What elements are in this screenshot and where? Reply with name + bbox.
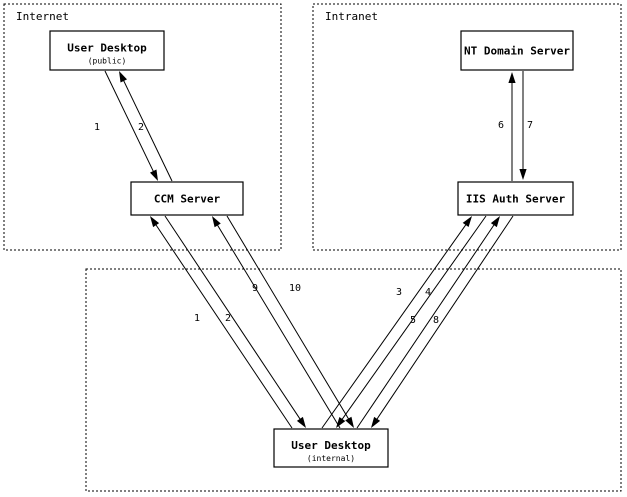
edge-line-e3 (321, 222, 468, 429)
edge-line-e2b (164, 215, 302, 422)
edge-e5 (356, 216, 500, 429)
edge-arrowhead-e3 (462, 216, 472, 228)
edge-arrowhead-e6 (508, 72, 516, 83)
node-ccm-server[interactable]: CCM Server (130, 181, 244, 216)
node-title-user-desktop-public: User Desktop (67, 42, 147, 55)
node-title-nt-domain-server: NT Domain Server (464, 45, 570, 58)
node-title-user-desktop-internal: User Desktop (291, 439, 371, 452)
edge-label-e7: 7 (527, 120, 533, 131)
node-box-iis-auth-server[interactable] (457, 181, 574, 216)
edge-labels-layer: 1 2 1 2 9 10 3 4 5 8 6 7 (94, 120, 533, 326)
node-subtitle-user-desktop-public: (public) (88, 57, 127, 66)
edge-label-e2b: 2 (225, 313, 231, 324)
edge-arrowhead-e10 (345, 416, 354, 428)
node-title-ccm-server: CCM Server (154, 193, 221, 206)
zone-internal (85, 268, 622, 492)
edge-e8 (371, 215, 514, 428)
nodes-layer: User Desktop (public) CCM Server NT Domain … (49, 30, 574, 468)
edge-e9 (212, 216, 341, 429)
edge-e10 (226, 215, 354, 428)
node-box-user-desktop-internal[interactable] (273, 428, 389, 468)
edge-label-e1: 1 (94, 122, 100, 133)
edge-arrowhead-e1b (150, 216, 160, 228)
zone-border-internet (3, 3, 282, 251)
zone-label-internet: Internet (16, 10, 69, 23)
edge-e2b (164, 215, 306, 428)
zone-internet: Internet (3, 3, 282, 251)
edge-line-e10 (226, 215, 351, 422)
zones-layer: Internet Intranet (3, 3, 622, 492)
zone-border-internal (85, 268, 622, 492)
node-user-desktop-internal[interactable]: User Desktop (internal) (273, 428, 389, 468)
edge-line-e5 (356, 222, 496, 429)
edge-line-e9 (215, 222, 341, 429)
edge-line-e8 (375, 215, 514, 422)
node-subtitle-user-desktop-internal: (internal) (307, 454, 355, 463)
node-user-desktop-public[interactable]: User Desktop (public) (49, 30, 165, 71)
edge-e1b (150, 216, 293, 429)
edge-label-e6: 6 (498, 120, 504, 131)
edge-line-e2 (122, 77, 173, 182)
edge-label-e3: 3 (396, 287, 402, 298)
zone-label-intranet: Intranet (325, 10, 378, 23)
zone-intranet: Intranet (312, 3, 622, 251)
edge-arrowhead-e8 (371, 416, 381, 428)
edge-arrowhead-e2 (119, 71, 128, 83)
edge-arrowhead-e4 (336, 416, 346, 428)
edge-label-e2: 2 (138, 122, 144, 133)
edge-e4 (336, 215, 487, 428)
edge-e6 (508, 72, 516, 181)
edge-line-e1b (154, 222, 293, 429)
edge-e7 (519, 71, 527, 180)
node-box-user-desktop-public[interactable] (49, 30, 165, 71)
edge-label-e9: 9 (252, 283, 258, 294)
edge-arrowhead-e7 (519, 169, 527, 180)
edge-line-e4 (340, 215, 487, 422)
edge-arrowhead-e5 (490, 216, 500, 228)
edge-label-e10: 10 (289, 283, 301, 294)
edge-label-e1b: 1 (194, 313, 200, 324)
edge-e1 (104, 70, 158, 181)
edge-e3 (321, 216, 472, 429)
edge-line-e1 (104, 70, 155, 175)
node-nt-domain-server[interactable]: NT Domain Server (460, 30, 574, 71)
edge-arrowhead-e1 (149, 169, 158, 181)
edge-label-e4: 4 (425, 287, 431, 298)
edge-arrowhead-e9 (212, 216, 221, 228)
edge-arrowhead-e2b (296, 416, 306, 428)
edges-layer (104, 70, 527, 429)
node-title-iis-auth-server: IIS Auth Server (466, 193, 566, 206)
edge-label-e5: 5 (410, 315, 416, 326)
zone-border-intranet (312, 3, 622, 251)
edge-e2 (119, 71, 173, 182)
node-box-nt-domain-server[interactable] (460, 30, 574, 71)
node-iis-auth-server[interactable]: IIS Auth Server (457, 181, 574, 216)
edge-label-e8: 8 (433, 315, 439, 326)
node-box-ccm-server[interactable] (130, 181, 244, 216)
